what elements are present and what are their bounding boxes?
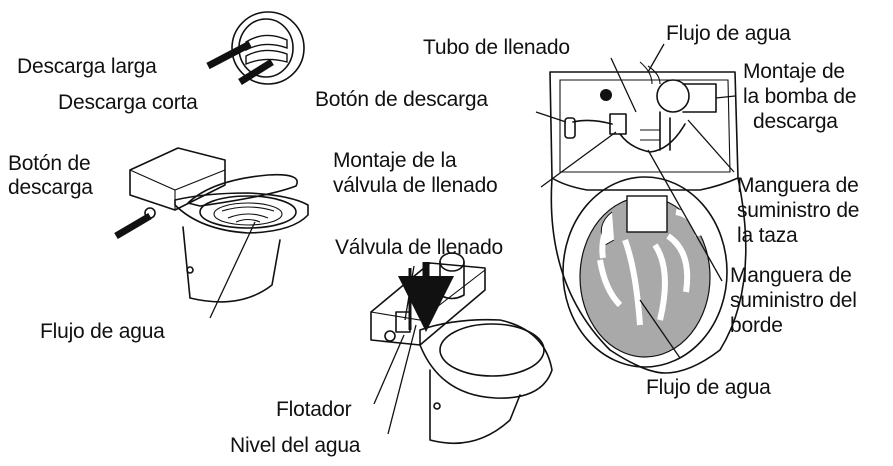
label-descarga-larga: Descarga larga <box>17 55 157 78</box>
label-manguera-taza-line1: Manguera de <box>737 174 859 197</box>
open-tank-toilet-illustration <box>370 252 553 445</box>
label-manguera-taza-line3: la taza <box>737 224 798 247</box>
label-manguera-borde-line1: Manguera de <box>730 264 852 287</box>
flush-button-illustration <box>206 11 305 85</box>
label-manguera-borde-line3: borde <box>730 314 783 337</box>
top-view-toilet-illustration <box>549 61 747 374</box>
label-nivel-agua: Nivel del agua <box>230 434 361 457</box>
label-flujo-agua-side: Flujo de agua <box>40 320 165 343</box>
label-boton-descarga-top: Botón de descarga <box>315 88 488 111</box>
label-valvula-llenado: Válvula de llenado <box>335 236 504 259</box>
label-tubo-llenado: Tubo de llenado <box>423 36 570 59</box>
label-montaje-bomba-line2: la bomba de <box>743 85 857 108</box>
leader-lines <box>209 43 736 435</box>
label-montaje-valvula-line2: válvula de llenado <box>333 174 498 197</box>
label-montaje-bomba-line3: descarga <box>753 110 838 133</box>
label-descarga-corta: Descarga corta <box>58 91 198 114</box>
label-flujo-agua-top: Flujo de agua <box>666 22 791 45</box>
side-toilet-illustration <box>114 147 309 303</box>
label-manguera-borde-line2: suministro del <box>730 289 857 312</box>
label-boton-descarga-side-line2: descarga <box>8 176 93 199</box>
label-flotador: Flotador <box>276 398 352 421</box>
label-flujo-agua-bowl: Flujo de agua <box>646 376 771 399</box>
label-boton-descarga-side-line1: Botón de <box>8 152 91 175</box>
label-montaje-valvula-line1: Montaje de la <box>333 149 457 172</box>
label-montaje-bomba-line1: Montaje de <box>743 60 845 83</box>
label-manguera-taza-line2: suministro de <box>737 199 860 222</box>
